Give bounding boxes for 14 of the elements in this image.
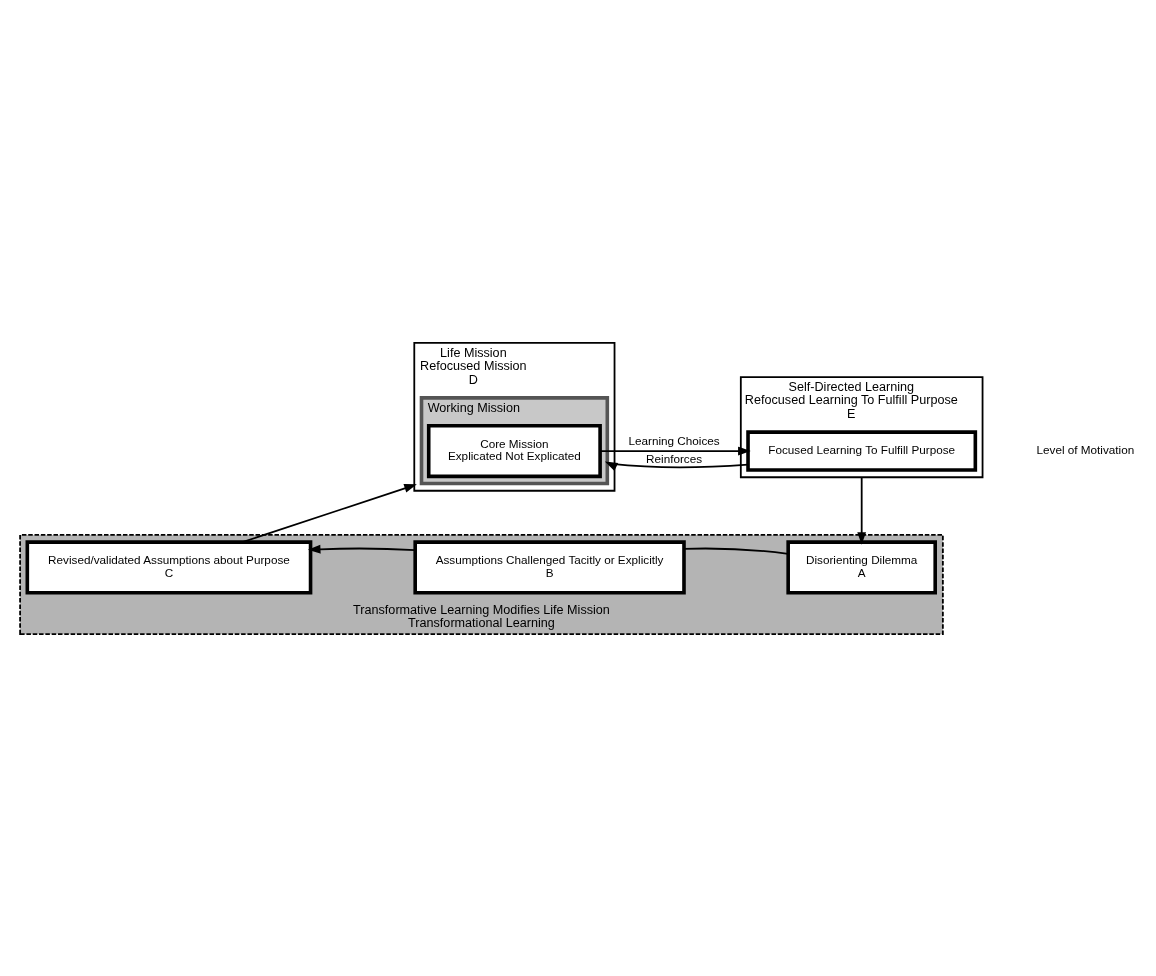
arrow xyxy=(599,446,751,455)
arrow xyxy=(241,483,417,543)
node-box: Assumptions Challenged Tacitly or Explicitly B xyxy=(413,539,686,594)
connector xyxy=(683,547,789,555)
node-box: Core Mission Explicated Not Explicated xyxy=(426,423,602,478)
label: Level of Motivation xyxy=(1036,442,1135,456)
edge-label: Learning Choices xyxy=(628,433,720,447)
arrow xyxy=(604,460,749,471)
arrow xyxy=(857,475,867,545)
node-box: Focused Learning To Fulfill Purpose xyxy=(746,429,978,472)
node-box: Disorienting Dilemma A xyxy=(786,539,937,594)
edge-label: Reinforces xyxy=(646,451,703,465)
arrow xyxy=(307,544,417,554)
node-box: Revised/validated Assumptions about Purpose C xyxy=(25,539,313,594)
